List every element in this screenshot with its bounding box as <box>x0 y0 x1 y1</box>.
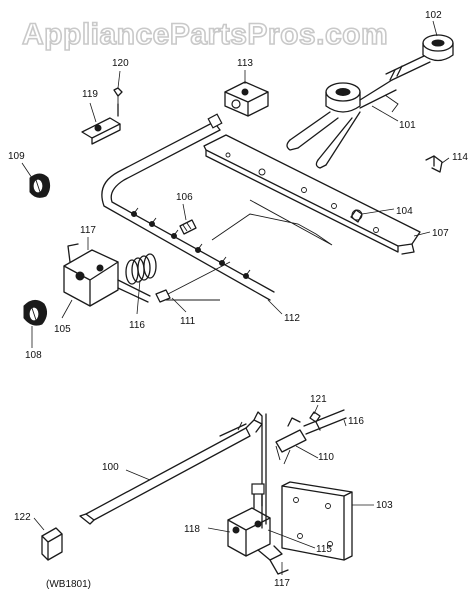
valve-119 <box>81 103 121 145</box>
knob-108 <box>23 300 48 326</box>
callout-117-upper: 117 <box>80 225 96 236</box>
diagram-code: (WB1801) <box>46 579 91 590</box>
callout-115: 115 <box>316 544 332 555</box>
callout-105: 105 <box>54 324 71 335</box>
callout-119: 119 <box>82 89 98 100</box>
screw-104 <box>350 209 363 223</box>
callout-116-upper: 116 <box>129 320 145 331</box>
callout-116-lower: 116 <box>348 416 364 427</box>
burner-102 <box>385 34 454 81</box>
bracket-107 <box>203 134 421 255</box>
callout-114: 114 <box>452 152 468 163</box>
screw-120 <box>113 87 123 106</box>
tube-111 <box>155 261 231 303</box>
bracket-103 <box>281 481 353 561</box>
callout-106: 106 <box>176 192 193 203</box>
callout-103: 103 <box>376 500 393 511</box>
callout-121: 121 <box>310 394 327 405</box>
knob-109 <box>29 173 51 198</box>
callout-112: 112 <box>284 313 300 324</box>
clip-114 <box>425 155 443 173</box>
screw-121 <box>309 411 321 423</box>
thermostat-110 <box>275 417 307 465</box>
watermark-logo: AppliancePartsPros.com <box>22 18 388 51</box>
burner-101 <box>286 79 399 169</box>
callout-101: 101 <box>399 120 416 131</box>
valve-105 <box>63 243 151 307</box>
callout-104: 104 <box>396 206 413 217</box>
callout-118: 118 <box>184 524 200 535</box>
callout-120: 120 <box>112 58 129 69</box>
callout-100: 100 <box>102 462 119 473</box>
valve-113 <box>224 81 269 117</box>
callout-122: 122 <box>14 512 31 523</box>
tube-116-lower <box>303 409 347 435</box>
callout-117-lower: 117 <box>274 578 290 589</box>
callout-111: 111 <box>180 316 196 327</box>
valve-118 <box>227 483 289 575</box>
leader-lines <box>21 20 450 575</box>
tube-100 <box>79 411 267 529</box>
callout-109: 109 <box>8 151 25 162</box>
clip-122 <box>41 527 63 561</box>
fitting-106 <box>179 219 197 235</box>
callout-108: 108 <box>25 350 42 361</box>
spring-116 <box>125 253 157 285</box>
callout-110: 110 <box>318 452 334 463</box>
manifold-112 <box>101 113 275 301</box>
callout-107: 107 <box>432 228 449 239</box>
wire-spring <box>211 199 333 246</box>
callout-113: 113 <box>237 58 253 69</box>
callout-102: 102 <box>425 10 442 21</box>
